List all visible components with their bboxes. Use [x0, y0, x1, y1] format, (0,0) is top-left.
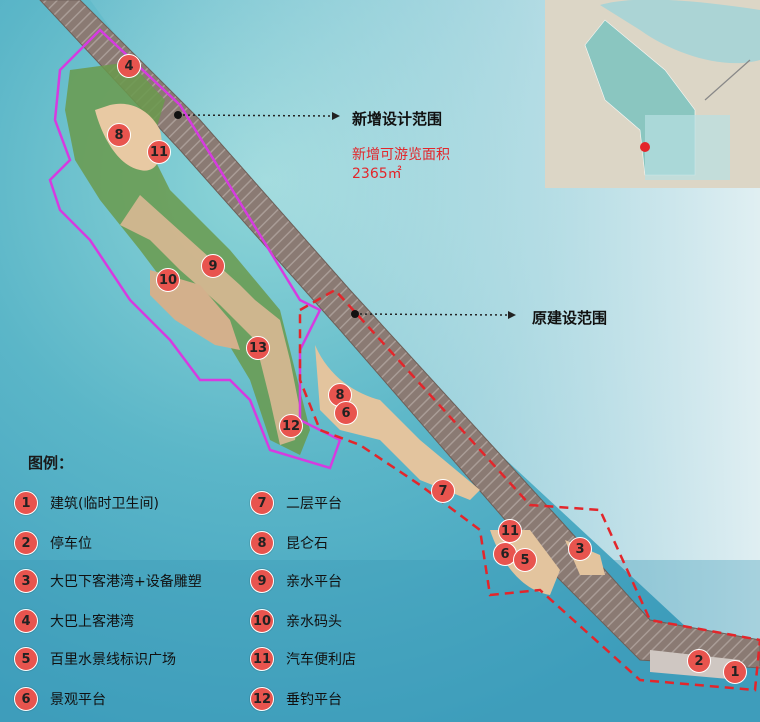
- callout-new-design: 新增设计范围: [352, 110, 443, 128]
- legend-marker: 1: [14, 491, 38, 515]
- inset-site-marker: [640, 142, 650, 152]
- legend-label: 大巴上客港湾: [50, 614, 134, 630]
- callout-original: 原建设范围: [532, 309, 608, 327]
- legend-item: 7 二层平台: [250, 490, 342, 516]
- legend-label: 汽车便利店: [286, 652, 356, 668]
- legend-marker: 12: [250, 687, 274, 711]
- legend-title: 图例：: [28, 454, 74, 472]
- legend-marker: 9: [250, 569, 274, 593]
- legend-item: 2 停车位: [14, 530, 92, 556]
- new-area-label: 新增可游览面积: [352, 147, 450, 163]
- legend-item: 6 景观平台: [14, 686, 106, 712]
- callout-line-original: [354, 313, 509, 316]
- map-marker[interactable]: 8: [107, 123, 131, 147]
- legend-marker: 11: [250, 647, 274, 671]
- new-area-value: 2365㎡: [352, 166, 402, 182]
- legend-item: 12 垂钓平台: [250, 686, 342, 712]
- callout-line-new: [177, 114, 333, 117]
- map-marker[interactable]: 12: [279, 414, 303, 438]
- callout-arrow-original: [508, 311, 516, 319]
- map-marker[interactable]: 10: [156, 268, 180, 292]
- callout-dot-original: [351, 310, 359, 318]
- legend-label: 垂钓平台: [286, 692, 342, 708]
- legend-marker: 4: [14, 609, 38, 633]
- map-marker[interactable]: 6: [334, 401, 358, 425]
- legend-marker: 7: [250, 491, 274, 515]
- map-marker[interactable]: 7: [431, 479, 455, 503]
- legend-marker: 8: [250, 531, 274, 555]
- legend-item: 11 汽车便利店: [250, 646, 356, 672]
- legend-item: 5 百里水景线标识广场: [14, 646, 176, 672]
- legend-label: 大巴下客港湾+设备雕塑: [50, 574, 202, 590]
- map-marker[interactable]: 5: [513, 548, 537, 572]
- map-marker[interactable]: 4: [117, 54, 141, 78]
- legend-item: 8 昆仑石: [250, 530, 328, 556]
- legend-item: 4 大巴上客港湾: [14, 608, 134, 634]
- map-marker[interactable]: 11: [498, 519, 522, 543]
- legend-label: 百里水景线标识广场: [50, 652, 176, 668]
- map-marker[interactable]: 2: [687, 649, 711, 673]
- callout-dot-new: [174, 111, 182, 119]
- new-design-boundary: [48, 28, 342, 470]
- causeway-road: [39, 0, 760, 669]
- legend-label: 亲水码头: [286, 614, 342, 630]
- legend-marker: 3: [14, 569, 38, 593]
- legend-label: 昆仑石: [286, 536, 328, 552]
- map-marker[interactable]: 11: [147, 140, 171, 164]
- legend-item: 3 大巴下客港湾+设备雕塑: [14, 568, 202, 594]
- deep-water-area: [0, 560, 760, 722]
- legend-label: 停车位: [50, 536, 92, 552]
- map-marker[interactable]: 9: [201, 254, 225, 278]
- legend-label: 二层平台: [286, 496, 342, 512]
- legend-item: 1 建筑(临时卫生间): [14, 490, 159, 516]
- legend-marker: 5: [14, 647, 38, 671]
- legend-marker: 2: [14, 531, 38, 555]
- map-marker[interactable]: 13: [246, 336, 270, 360]
- legend-label: 景观平台: [50, 692, 106, 708]
- legend-item: 10 亲水码头: [250, 608, 342, 634]
- map-marker[interactable]: 1: [723, 660, 747, 684]
- lower-plaza: [315, 345, 480, 500]
- legend-marker: 6: [14, 687, 38, 711]
- legend: 图例： 1 建筑(临时卫生间) 2 停车位 3 大巴下客港湾+设备雕塑 4 大巴上客港湾 5 百里…: [14, 452, 434, 714]
- original-boundary: [298, 288, 760, 692]
- legend-label: 亲水平台: [286, 574, 342, 590]
- legend-marker: 10: [250, 609, 274, 633]
- map-marker[interactable]: 3: [568, 537, 592, 561]
- legend-item: 9 亲水平台: [250, 568, 342, 594]
- legend-label: 建筑(临时卫生间): [50, 496, 159, 512]
- callout-arrow-new: [332, 112, 340, 120]
- inset-locator-map: [545, 0, 760, 188]
